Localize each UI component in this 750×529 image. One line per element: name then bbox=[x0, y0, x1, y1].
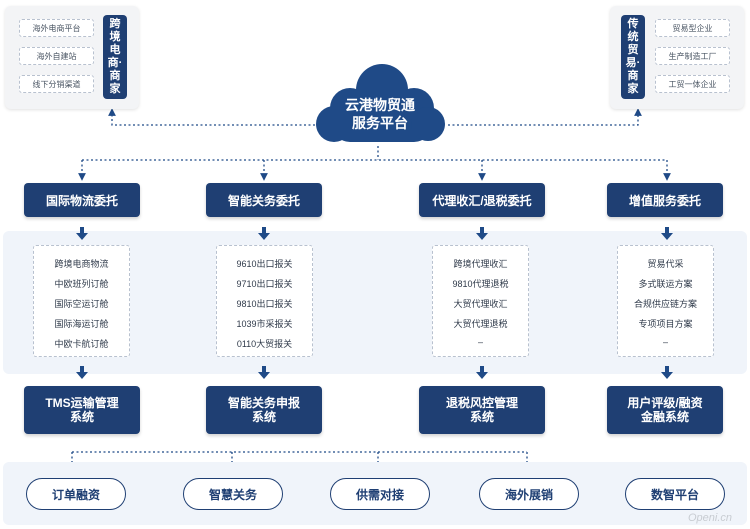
list-item: 贸易代采 bbox=[647, 259, 684, 269]
system-label-line1: 智能关务申报 bbox=[227, 396, 300, 410]
system-label-line1: TMS运输管理 bbox=[45, 396, 119, 410]
left-card-item: 海外电商平台 bbox=[19, 19, 94, 37]
service-customs[interactable]: 智能关务委托 bbox=[206, 183, 322, 217]
left-card-item: 海外自建站 bbox=[19, 47, 94, 65]
system-label-line1: 退税风控管理 bbox=[445, 396, 518, 410]
list-item: 跨境代理收汇 bbox=[453, 259, 508, 269]
list-item: 中欧卡航订舱 bbox=[54, 339, 109, 349]
service-collection-tax-refund[interactable]: 代理收汇/退税委托 bbox=[419, 183, 545, 217]
list-item: – bbox=[662, 337, 668, 347]
outcome-order-financing[interactable]: 订单融资 bbox=[26, 478, 126, 510]
system-tax-risk-control[interactable]: 退税风控管理 系统 bbox=[419, 386, 545, 434]
system-label-line2: 系统 bbox=[69, 410, 94, 424]
list-item: – bbox=[477, 337, 483, 347]
list-item: 合规供应链方案 bbox=[633, 299, 697, 309]
service-value-added[interactable]: 增值服务委托 bbox=[607, 183, 723, 217]
list-item: 专项项目方案 bbox=[638, 319, 693, 329]
cloud-icon bbox=[316, 64, 445, 142]
list-item: 9810出口报关 bbox=[236, 299, 293, 309]
system-label-line2: 金融系统 bbox=[640, 410, 689, 424]
system-label-line1: 用户评级/融资 bbox=[627, 396, 703, 410]
list-item: 多式联运方案 bbox=[638, 279, 693, 289]
outcome-overseas-exhibition[interactable]: 海外展销 bbox=[479, 478, 579, 510]
system-tms[interactable]: TMS运输管理 系统 bbox=[24, 386, 140, 434]
connector-cloud-right bbox=[448, 108, 642, 126]
details-list-value-added: 贸易代采 多式联运方案 合规供应链方案 专项项目方案 – bbox=[617, 245, 714, 357]
outcome-smart-customs[interactable]: 智慧关务 bbox=[183, 478, 283, 510]
platform-title: 云港物贸通 bbox=[345, 97, 415, 113]
traditional-trade-merchant-card: 传统贸易·商家 贸易型企业 生产制造工厂 工贸一体企业 bbox=[610, 6, 744, 109]
list-item: 国际海运订舱 bbox=[54, 319, 109, 329]
list-item: 1039市采报关 bbox=[236, 319, 293, 329]
watermark: Openi.cn bbox=[688, 512, 733, 524]
right-card-item: 贸易型企业 bbox=[655, 19, 730, 37]
list-item: 大贸代理收汇 bbox=[453, 299, 508, 309]
right-card-title: 传统贸易·商家 bbox=[621, 15, 645, 99]
connector-cloud-left bbox=[108, 108, 315, 126]
list-item: 大贸代理退税 bbox=[453, 319, 508, 329]
platform-subtitle: 服务平台 bbox=[352, 115, 408, 131]
details-list-customs: 9610出口报关 9710出口报关 9810出口报关 1039市采报关 0110… bbox=[216, 245, 313, 357]
list-item: 9710出口报关 bbox=[236, 279, 293, 289]
left-card-item: 线下分销渠道 bbox=[19, 75, 94, 93]
details-list-logistics: 跨境电商物流 中欧班列订舱 国际空运订舱 国际海运订舱 中欧卡航订舱 bbox=[33, 245, 130, 357]
list-item: 9610出口报关 bbox=[236, 259, 293, 269]
system-label-line2: 系统 bbox=[251, 410, 276, 424]
cross-border-merchant-card: 海外电商平台 海外自建站 线下分销渠道 跨境电商·商家 bbox=[5, 6, 139, 109]
left-card-title: 跨境电商·商家 bbox=[103, 15, 127, 99]
list-item: 跨境电商物流 bbox=[54, 259, 109, 269]
details-list-collection-tax-refund: 跨境代理收汇 9810代理退税 大贸代理收汇 大贸代理退税 – bbox=[432, 245, 529, 357]
outcome-supply-demand[interactable]: 供需对接 bbox=[330, 478, 430, 510]
system-rating-finance[interactable]: 用户评级/融资 金融系统 bbox=[607, 386, 723, 434]
system-customs-declaration[interactable]: 智能关务申报 系统 bbox=[206, 386, 322, 434]
right-card-item: 工贸一体企业 bbox=[655, 75, 730, 93]
platform-cloud: 云港物贸通 服务平台 bbox=[310, 58, 450, 150]
list-item: 0110大贸报关 bbox=[236, 339, 293, 349]
list-item: 国际空运订舱 bbox=[54, 299, 109, 309]
list-item: 中欧班列订舱 bbox=[54, 279, 109, 289]
service-logistics[interactable]: 国际物流委托 bbox=[24, 183, 140, 217]
right-card-item: 生产制造工厂 bbox=[655, 47, 730, 65]
system-label-line2: 系统 bbox=[469, 410, 494, 424]
list-item: 9810代理退税 bbox=[452, 279, 509, 289]
outcome-digital-platform[interactable]: 数智平台 bbox=[625, 478, 725, 510]
